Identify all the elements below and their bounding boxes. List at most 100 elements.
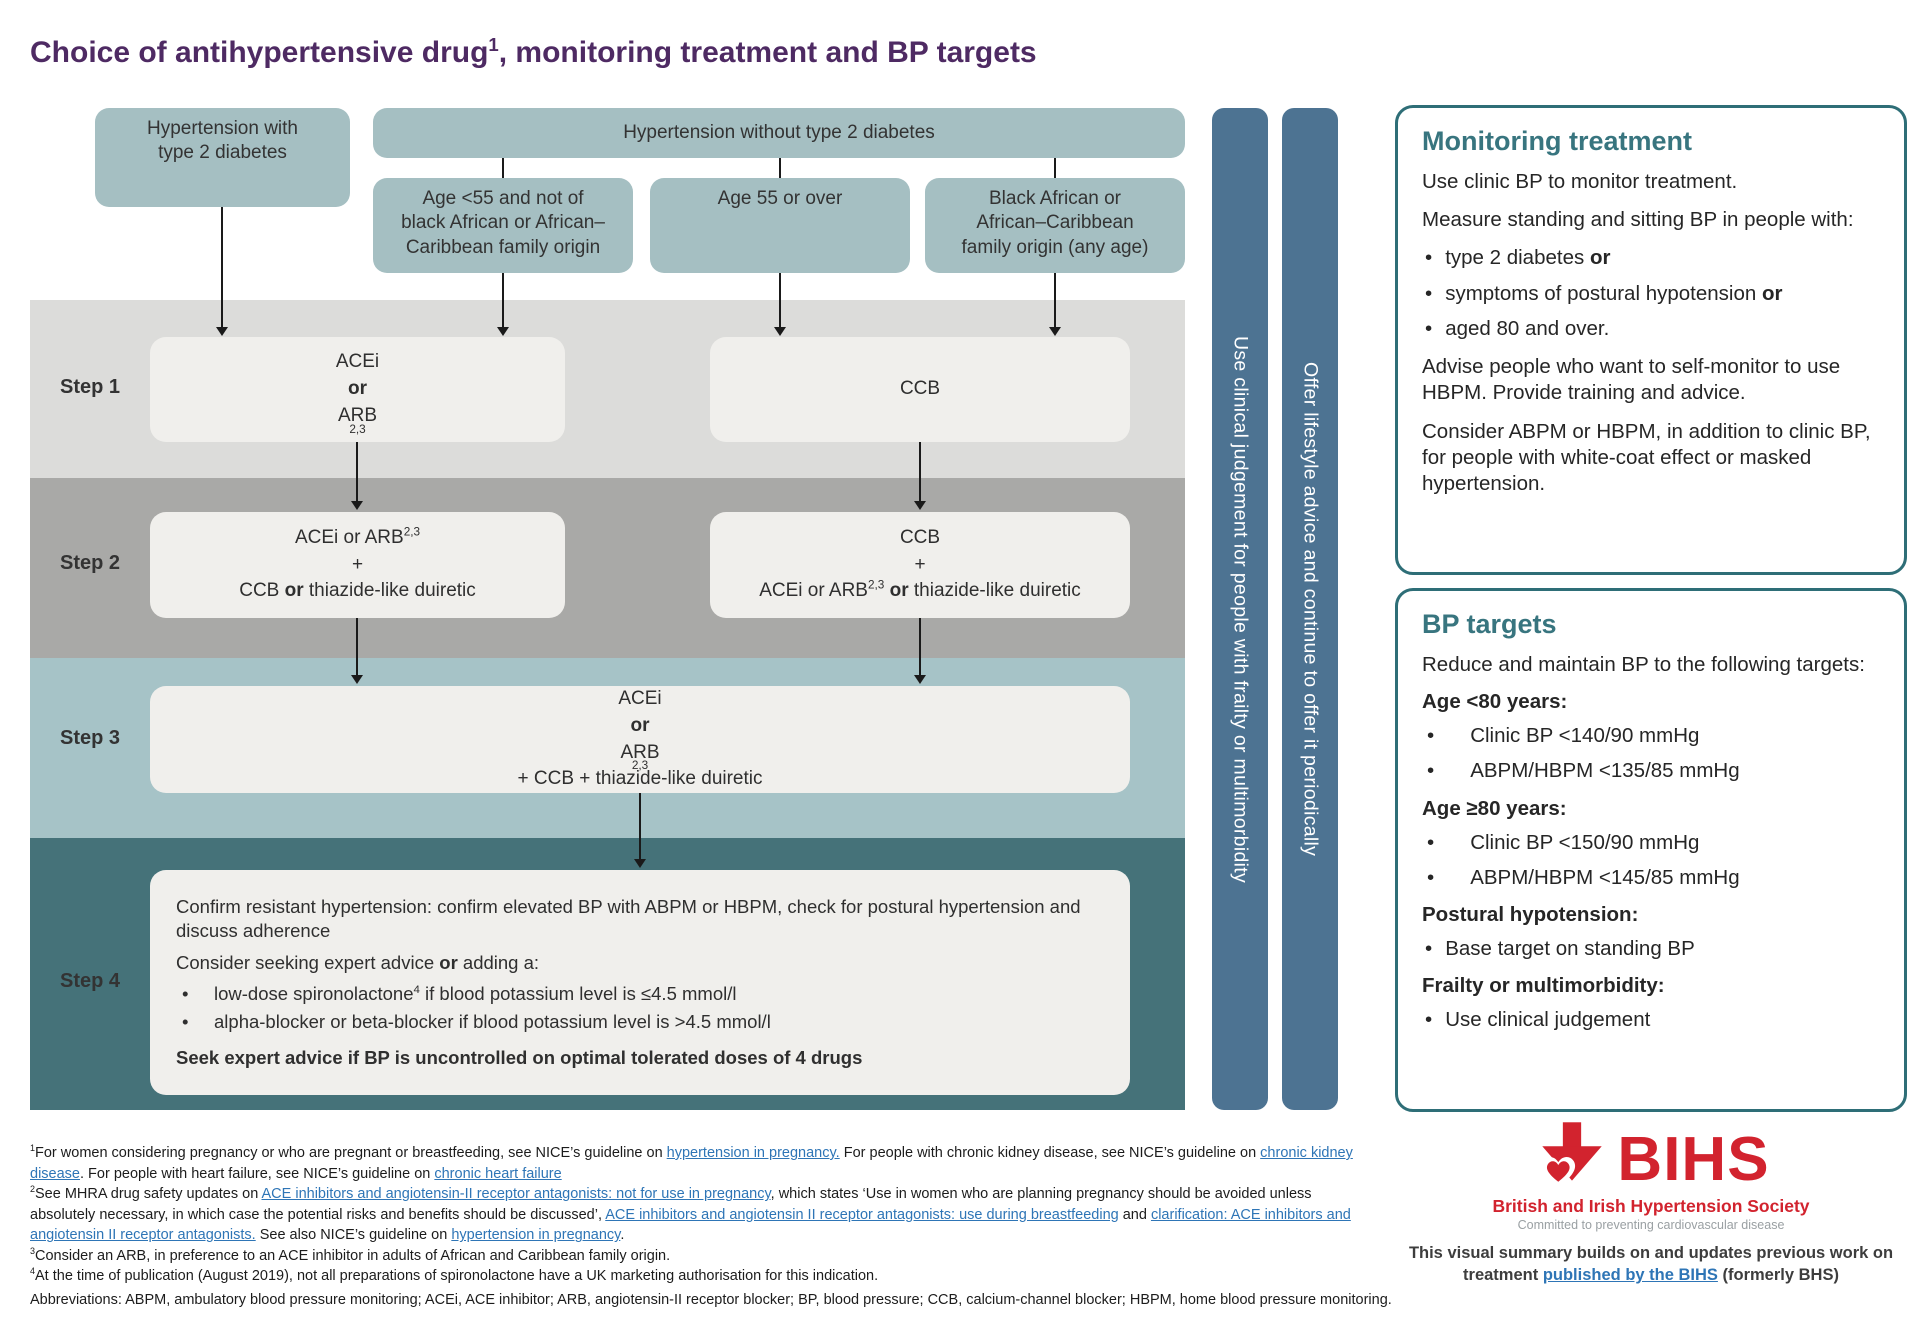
bullet-item: aged 80 and over.: [1422, 316, 1880, 342]
text-link[interactable]: ACE inhibitors and angiotensin-II recept…: [261, 1186, 771, 1203]
step4-seek-advice-text: Seek expert advice if BP is uncontrolled…: [176, 1046, 863, 1068]
step2-label: Step 2: [60, 552, 121, 574]
bullet-item: low-dose spironolactone4 if blood potass…: [176, 982, 736, 1006]
box-age-55-or-over: Age 55 or over: [650, 178, 910, 273]
bp-age-under-80-heading: Age <80 years:: [1422, 690, 1568, 714]
bp-clinic-under-80: Clinic BP <140/90 mmHg: [1470, 724, 1700, 748]
connector-line: [1054, 158, 1056, 178]
step4-bullet-alpha-beta-blocker: alpha-blocker or beta-blocker if blood p…: [214, 1010, 771, 1032]
bihs-credit-note: This visual summary builds on and update…: [1408, 1244, 1894, 1285]
text-link[interactable]: clarification: ACE inhibitors and angiot…: [30, 1206, 1351, 1244]
step2-box-right-line1: CCB: [899, 526, 941, 548]
bp-postural-heading: Postural hypotension:: [1422, 903, 1639, 927]
box-age-under-55: Age <55 and not of black African or Afri…: [373, 178, 633, 273]
box-hypertension-with-t2d: Hypertension with type 2 diabetes: [95, 108, 350, 207]
bp-frailty-bullet: Use clinical judgement: [1445, 1008, 1651, 1032]
bihs-wordmark: BIHS: [1617, 1125, 1770, 1194]
flow-arrow: [502, 273, 504, 328]
bihs-arrow-heart-icon: [1541, 1122, 1603, 1188]
flow-arrow: [356, 442, 358, 502]
step1-box-ccb: CCB: [710, 337, 1130, 442]
step2-box-left: ACEi or ARB2,3 + CCB or thiazide-like du…: [150, 512, 565, 618]
bp-postural-bullet: Base target on standing BP: [1445, 937, 1695, 961]
bp-frailty-heading: Frailty or multimorbidity:: [1422, 974, 1665, 998]
step2-box-left-line3: CCB or thiazide-like duiretic: [239, 580, 476, 602]
flow-arrow: [221, 207, 223, 328]
monitoring-p3: Advise people who want to self-monitor t…: [1422, 355, 1841, 405]
monitoring-p4: Consider ABPM or HBPM, in addition to cl…: [1422, 419, 1871, 496]
sidebar-lifestyle-advice-label: Offer lifestyle advice and continue to o…: [1299, 361, 1322, 857]
bullet-item: Base target on standing BP: [1422, 936, 1880, 962]
bullet-item: ABPM/HBPM <145/85 mmHg: [1422, 865, 1880, 891]
bullet-item: Clinic BP <140/90 mmHg: [1422, 723, 1880, 749]
bp-targets-panel: BP targets Reduce and maintain BP to the…: [1395, 588, 1907, 1112]
step4-confirm-text: Confirm resistant hypertension: confirm …: [176, 896, 1081, 942]
monitoring-bullet-diabetes: type 2 diabetes or: [1445, 246, 1611, 270]
sidebar-clinical-judgement: Use clinical judgement for people with f…: [1212, 108, 1268, 1110]
connector-line: [779, 158, 781, 178]
text-link[interactable]: published by the BIHS: [1542, 1266, 1718, 1285]
step1-label: Step 1: [60, 376, 121, 398]
bp-clinic-80-over: Clinic BP <150/90 mmHg: [1470, 830, 1700, 854]
step2-box-right-line3: ACEi or ARB2,3 or thiazide-like duiretic: [759, 579, 1081, 602]
bullet-item: ABPM/HBPM <135/85 mmHg: [1422, 758, 1880, 784]
bihs-tagline: British and Irish Hypertension Society: [1492, 1196, 1810, 1216]
bp-targets-heading: BP targets: [1422, 609, 1557, 639]
step2-box-left-line2: +: [351, 553, 364, 575]
bullet-item: Clinic BP <150/90 mmHg: [1422, 830, 1880, 856]
monitoring-heading: Monitoring treatment: [1422, 126, 1692, 156]
flow-arrow: [1054, 273, 1056, 328]
footnote-4: 4At the time of publication (August 2019…: [30, 1266, 879, 1285]
flow-arrow: [919, 442, 921, 502]
bihs-subtagline: Committed to preventing cardiovascular d…: [1517, 1218, 1785, 1232]
footnote-1: 1For women considering pregnancy or who …: [30, 1143, 1353, 1182]
connector-line: [502, 158, 504, 178]
step2-box-right-line2: +: [914, 553, 926, 575]
monitoring-bullet-postural: symptoms of postural hypotension or: [1445, 281, 1783, 305]
footnote-2: 2See MHRA drug safety updates on ACE inh…: [30, 1184, 1351, 1244]
text-link[interactable]: hypertension in pregnancy: [451, 1227, 621, 1244]
bp-targets-intro: Reduce and maintain BP to the following …: [1422, 653, 1865, 676]
step4-box: Confirm resistant hypertension: confirm …: [150, 870, 1130, 1095]
text-link[interactable]: hypertension in pregnancy.: [666, 1145, 840, 1161]
text-link[interactable]: chronic kidney disease: [30, 1145, 1353, 1182]
bullet-icon: [176, 982, 214, 1006]
box-hypertension-without-t2d: Hypertension without type 2 diabetes: [373, 108, 1185, 158]
abbreviations-line: Abbreviations: ABPM, ambulatory blood pr…: [30, 1292, 1392, 1308]
bullet-icon: [176, 1010, 214, 1034]
flow-arrow: [356, 618, 358, 676]
step2-box-left-line1: ACEi or ARB2,3: [294, 525, 421, 548]
bullet-item: Use clinical judgement: [1422, 1007, 1880, 1033]
bullet-item: type 2 diabetes or: [1422, 245, 1880, 271]
bp-abpm-under-80: ABPM/HBPM <135/85 mmHg: [1470, 759, 1740, 783]
bullet-item: alpha-blocker or beta-blocker if blood p…: [176, 1010, 771, 1034]
bihs-logo: BIHS: [1395, 1120, 1907, 1200]
flow-arrow: [779, 273, 781, 328]
step2-box-right: CCB + ACEi or ARB2,3 or thiazide-like du…: [710, 512, 1130, 618]
page-title: Choice of antihypertensive drug1, monito…: [30, 34, 1037, 69]
text-link[interactable]: chronic heart failure: [434, 1165, 562, 1182]
bihs-logo-block: BIHS British and Irish Hypertension Soci…: [1395, 1120, 1907, 1287]
footnote-3: 3Consider an ARB, in preference to an AC…: [30, 1246, 671, 1264]
text-link[interactable]: ACE inhibitors and angiotensin II recept…: [605, 1206, 1119, 1223]
step4-bullet-spironolactone: low-dose spironolactone4 if blood potass…: [214, 982, 737, 1004]
monitoring-p2: Measure standing and sitting BP in peopl…: [1422, 208, 1854, 232]
monitoring-treatment-panel: Monitoring treatment Use clinic BP to mo…: [1395, 105, 1907, 575]
flowchart: Hypertension with type 2 diabetes Hypert…: [30, 108, 1185, 1110]
step3-label: Step 3: [60, 727, 121, 749]
bp-age-80-over-heading: Age ≥80 years:: [1422, 796, 1567, 820]
monitoring-p1: Use clinic BP to monitor treatment.: [1422, 170, 1738, 193]
flow-arrow: [919, 618, 921, 676]
sidebar-lifestyle-advice: Offer lifestyle advice and continue to o…: [1282, 108, 1338, 1110]
footnotes: 1For women considering pregnancy or who …: [30, 1143, 1378, 1287]
step4-consider-text: Consider seeking expert advice or adding…: [176, 952, 540, 974]
box-black-african-caribbean: Black African or African–Caribbean famil…: [925, 178, 1185, 273]
sidebar-clinical-judgement-label: Use clinical judgement for people with f…: [1229, 335, 1252, 883]
flow-arrow: [639, 793, 641, 860]
bullet-item: symptoms of postural hypotension or: [1422, 281, 1880, 307]
bp-abpm-80-over: ABPM/HBPM <145/85 mmHg: [1470, 865, 1740, 889]
monitoring-bullet-aged80: aged 80 and over.: [1445, 316, 1610, 340]
step4-label: Step 4: [60, 970, 121, 992]
